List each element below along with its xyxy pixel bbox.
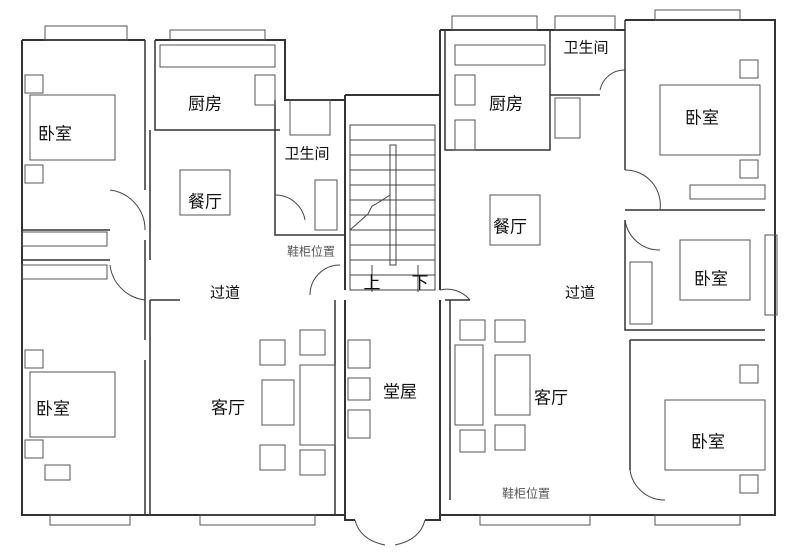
room-label-kitchen: 厨房 bbox=[188, 94, 222, 115]
room-label-kitchen: 厨房 bbox=[489, 94, 523, 115]
corridor-label: 过道 bbox=[564, 283, 596, 302]
room-label-living: 客厅 bbox=[534, 388, 568, 409]
room-label-bathroom: 卫生间 bbox=[563, 38, 609, 57]
interior-walls-right bbox=[444, 20, 765, 500]
windows bbox=[44, 9, 778, 526]
room-label-bedroom: 卧室 bbox=[691, 432, 725, 453]
room-label-dining: 餐厅 bbox=[493, 217, 527, 238]
room-label-bedroom: 卧室 bbox=[685, 108, 719, 129]
doors bbox=[109, 69, 666, 546]
interior-walls-left bbox=[22, 40, 345, 515]
shoe-cabinet-label: 鞋柜位置 bbox=[501, 486, 551, 501]
shoe-cabinet-label: 鞋柜位置 bbox=[286, 244, 336, 259]
outer-walls bbox=[21, 19, 776, 521]
room-label-bathroom: 卫生间 bbox=[284, 144, 330, 163]
furniture bbox=[21, 44, 766, 494]
room-label-bedroom: 卧室 bbox=[36, 399, 70, 420]
staircase bbox=[349, 124, 436, 292]
room-label-bedroom: 卧室 bbox=[694, 269, 728, 290]
room-label-hall: 堂屋 bbox=[383, 382, 417, 403]
stair-up-label: 上 bbox=[363, 273, 381, 294]
room-label-dining: 餐厅 bbox=[188, 192, 222, 213]
room-label-bedroom: 卧室 bbox=[38, 124, 72, 145]
corridor-label: 过道 bbox=[209, 283, 241, 302]
room-label-living: 客厅 bbox=[211, 398, 245, 419]
stair-down-label: 下 bbox=[411, 273, 429, 294]
